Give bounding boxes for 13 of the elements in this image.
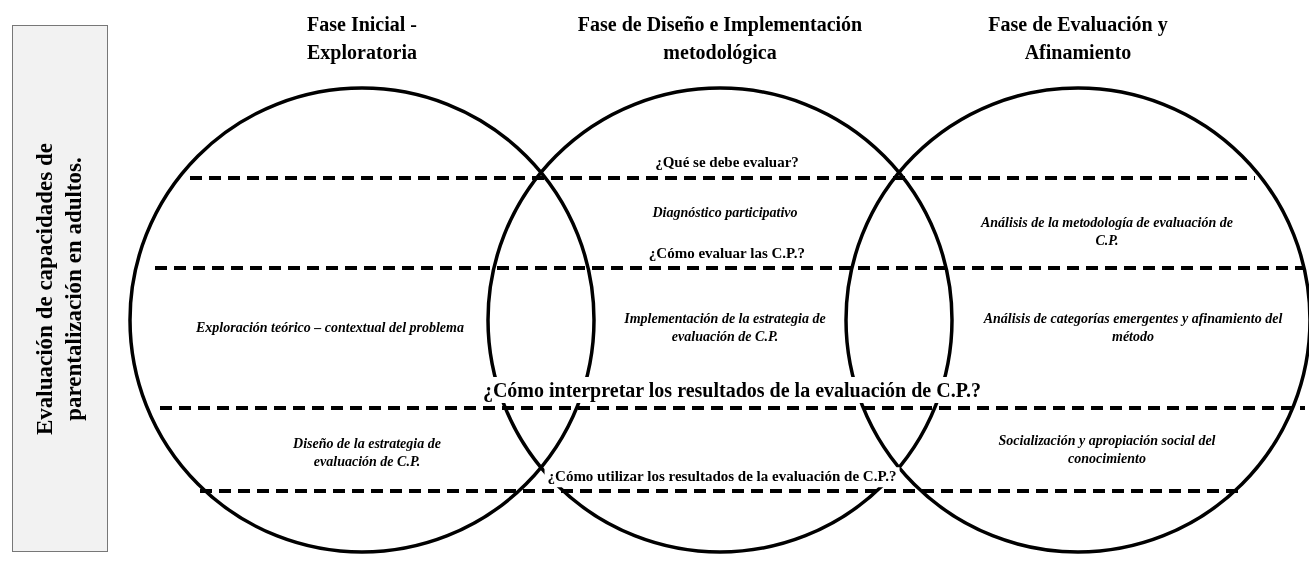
- activity-text: Diseño de la estrategia de evaluación de C.P.: [292, 434, 442, 471]
- side-panel: [12, 25, 108, 552]
- activity-text: Implementación de la estrategia de evaluación de C.P.: [623, 309, 827, 346]
- phase-heading: Fase de Evaluación y Afinamiento: [987, 12, 1169, 65]
- activity-text: Exploración teórico – contextual del problema: [195, 318, 465, 337]
- activity-text: Diagnóstico participativo: [652, 203, 798, 222]
- phase-heading: Fase de Diseño e Implementación metodológica: [576, 12, 864, 66]
- activity-text: Socialización y apropiación social del conocimiento: [997, 431, 1217, 468]
- side-title: Evaluación de capacidades de parentalización en adultos.: [31, 141, 87, 437]
- activity-text: Análisis de la metodología de evaluación de C.P.: [979, 213, 1234, 250]
- phase-heading: Fase Inicial - Exploratoria: [306, 12, 418, 66]
- activity-text: Análisis de categorías emergentes y afinamiento del método: [982, 309, 1284, 346]
- guiding-question: ¿Cómo utilizar los resultados de la evaluación de C.P.?: [544, 467, 900, 487]
